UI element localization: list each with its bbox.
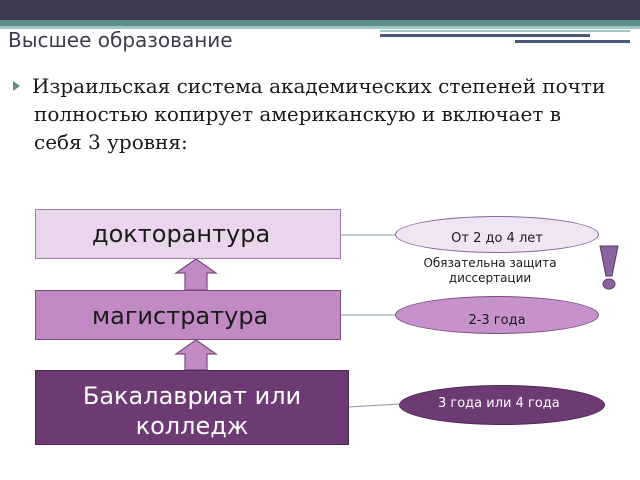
duration-masters: 2-3 года (395, 296, 599, 334)
bullet-text: Израильская система академических степен… (32, 74, 606, 154)
connector-line (348, 403, 400, 408)
top-decoration-bar (0, 0, 640, 20)
top-decoration-stripe (0, 20, 640, 26)
up-arrow-icon (174, 258, 218, 291)
doctorate-note: Обязательна защита диссертации (423, 256, 557, 285)
duration-bachelor: 3 года или 4 года (399, 385, 605, 425)
level-doctorate: докторантура (35, 209, 341, 259)
header-decoration-line (515, 40, 630, 43)
level-masters: магистратура (35, 290, 341, 340)
slide-title: Высшее образование (8, 28, 233, 52)
level-bachelor: Бакалавриат или колледж (35, 370, 349, 445)
top-decoration-stripe-light (0, 26, 640, 29)
bullet-paragraph: Израильская система академических степен… (12, 72, 612, 156)
header-decoration-line (380, 30, 630, 32)
exclamation-icon (599, 245, 619, 290)
header-decoration-line (380, 34, 590, 37)
bullet-triangle-icon (12, 72, 22, 107)
up-arrow-icon (174, 339, 218, 371)
duration-doctorate: От 2 до 4 лет (395, 216, 599, 253)
